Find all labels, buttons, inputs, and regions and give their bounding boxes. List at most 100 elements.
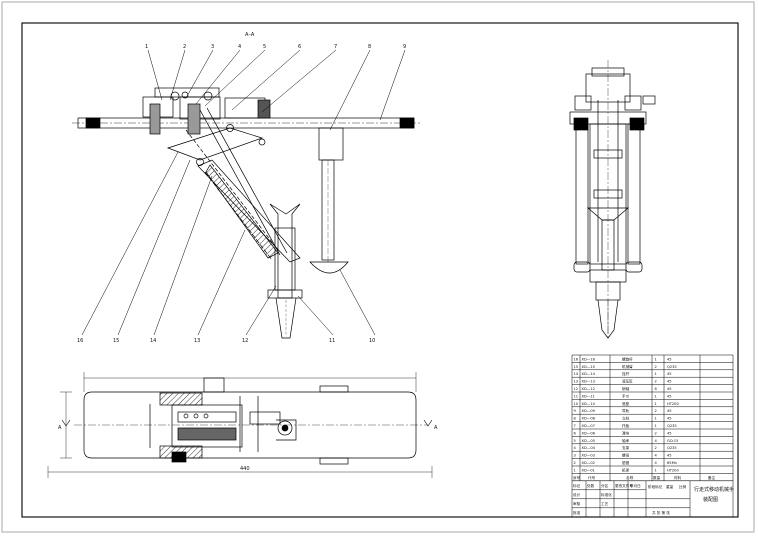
part-quantity: 2 [655,380,657,384]
part-number: 5 [574,439,576,443]
part-code: XD—13 [582,380,595,384]
section-marker-left: A [58,425,62,431]
part-material: 45 [667,394,672,398]
part-number: 12 [574,387,579,391]
part-number: 1 [574,468,576,472]
cell-check: 审核 [573,501,581,506]
product-name: 行走式移动机械手 [694,486,734,493]
part-code: XD—14 [582,372,596,376]
part-name: 轴承 [622,438,630,443]
part-quantity: 1 [655,372,657,376]
part-code: XD—07 [582,424,595,428]
cell-sheets: 共 张 第 张 [652,510,670,515]
cell-stage: 阶段标记 [648,484,663,489]
part-number: 14 [574,372,579,376]
overall-dimension: 440 [240,466,250,472]
part-material: GCr15 [667,439,678,443]
part-code: XD—12 [582,387,595,391]
part-code: XD—16 [582,357,596,361]
part-number: 13 [574,380,579,384]
header-name: 名称 [626,475,634,480]
part-code: XD—02 [582,461,595,465]
callout-13: 13 [194,338,200,344]
part-name: 销轴 [622,386,630,391]
part-number: 15 [574,365,579,369]
title-block: 标记处数分区更改文件号年月日设计标准化阶段标记重量比例审核批准工艺共 张 第 张… [571,480,734,518]
callout-2: 2 [183,44,186,50]
cell-change: 更改文件号 [615,483,633,488]
part-quantity: 4 [655,454,658,458]
part-material: 45 [667,454,672,458]
part-material: Q235 [667,446,677,450]
part-number: 10 [574,402,579,406]
part-code: XD—01 [582,468,595,472]
product-subname: 装配图 [703,496,718,503]
part-name: 托板 [622,423,630,428]
callouts-bottom: 16 15 14 13 12 11 10 [77,338,375,344]
part-quantity: 2 [655,409,657,413]
header-quantity: 数量 [653,475,661,480]
callout-10: 10 [369,338,375,344]
part-quantity: 2 [655,365,657,369]
callout-7: 7 [334,44,337,50]
part-code: XD—11 [582,394,595,398]
part-material: 45 [667,431,672,435]
part-number: 16 [574,357,579,361]
part-number: 11 [574,394,579,398]
cell-weight: 重量 [666,484,674,489]
part-material: HT200 [667,468,679,472]
part-number: 8 [574,417,577,421]
part-material: 45 [667,387,672,391]
part-quantity: 2 [655,446,657,450]
parts-list-row: 5 XD—05 轴承 4 GCr15 [574,438,679,443]
part-code: XD—09 [582,409,596,413]
drawing-frame [21,22,739,518]
cell-design: 设计 [573,492,581,497]
cell-process: 工艺 [601,501,609,506]
cell-scale: 比例 [679,484,687,489]
part-code: XD—03 [582,454,595,458]
part-quantity: 1 [655,402,657,406]
cell-count: 处数 [587,483,595,488]
part-name: 连杆 [622,371,630,376]
part-code: XD—10 [582,402,596,406]
header-number: 序号 [573,475,581,480]
part-quantity: 1 [655,468,657,472]
parts-list-row: 1 XD—01 机架 1 HT200 [574,467,680,472]
part-quantity: 6 [655,387,658,391]
part-number: 6 [574,431,577,435]
callout-16: 16 [77,338,83,344]
part-name: 液压缸 [622,379,633,384]
callout-4: 4 [238,44,241,50]
cell-zone: 分区 [601,483,609,488]
part-material: Q235 [667,365,677,369]
part-material: 45 [667,380,672,384]
callout-3: 3 [211,44,214,50]
part-quantity: 4 [655,461,658,465]
part-name: 机械臂 [622,364,633,369]
part-name: 机架 [622,467,630,472]
callout-5: 5 [263,44,266,50]
part-name: 底座 [622,401,630,406]
header-code: 代号 [588,475,596,480]
part-name: 螺母 [622,453,630,458]
part-code: XD—15 [582,365,595,369]
part-code: XD—08 [582,417,596,421]
section-view-a-a: A–A [72,32,420,339]
part-quantity: 4 [655,439,658,443]
callout-8: 8 [368,44,371,50]
part-quantity: 1 [655,424,657,428]
section-title: A–A [245,32,255,38]
callout-9: 9 [403,44,406,50]
side-view [569,60,656,340]
part-code: XD—05 [582,439,595,443]
plan-view [47,372,433,478]
cell-approve: 批准 [573,510,581,515]
